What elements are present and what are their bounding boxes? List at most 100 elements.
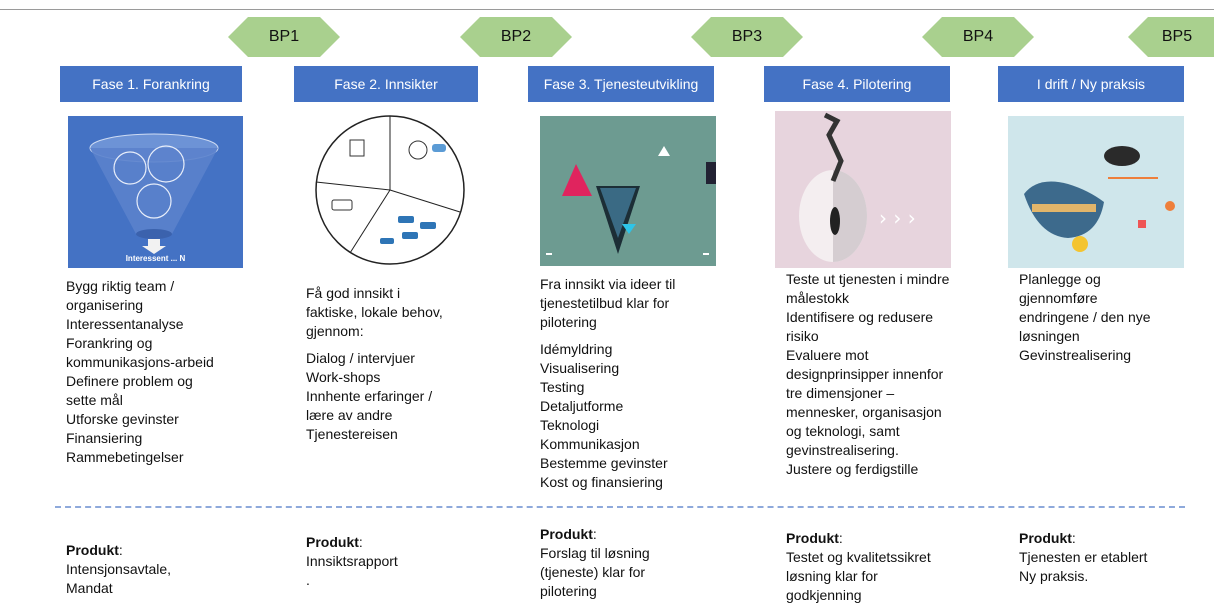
product-line: godkjenning (786, 587, 862, 603)
milestone-label: BP5 (1161, 28, 1193, 45)
description-line: Bestemme gevinster (540, 455, 668, 471)
phase-4-header: Fase 4. Pilotering (764, 66, 950, 102)
description-line: endringene / den nye (1019, 309, 1151, 325)
top-rule (0, 9, 1214, 10)
phase-4-description: Teste ut tjenesten i mindre målestokk Id… (786, 270, 949, 479)
description-line: tre dimensjoner – (786, 385, 895, 401)
phase-3-product: Produkt: Forslag til løsning (tjeneste) … (540, 526, 650, 599)
milestone-hexagon-icon (460, 17, 572, 57)
description-line: Kommunikasjon (540, 436, 640, 452)
description-line: Identifisere og redusere (786, 309, 934, 325)
description-line: kommunikasjons-arbeid (66, 354, 214, 370)
description-line: Utforske gevinster (66, 411, 179, 427)
milestone-label: BP4 (962, 28, 994, 45)
service-development-illustration (540, 116, 716, 266)
phase-5-header: I drift / Ny praksis (998, 66, 1184, 102)
description-line: pilotering (540, 314, 597, 330)
phase-5-description: Planlegge og gjennomføre endringene / de… (1019, 270, 1151, 365)
description-line: Teste ut tjenesten i mindre (786, 271, 950, 287)
funnel-caption: Interessent ... N (125, 254, 186, 263)
funnel-illustration: Interessent ... N (68, 116, 243, 268)
phase-3-description: Fra innsikt via ideer til tjenestetilbud… (540, 275, 675, 492)
description-line: organisering (66, 297, 144, 313)
description-line: risiko (786, 328, 819, 344)
description-line: Work-shops (306, 369, 381, 385)
description-line: Evaluere mot (786, 347, 869, 363)
description-line: Dialog / intervjuer (306, 350, 415, 366)
milestone-bp3: BP3 (691, 17, 803, 57)
insight-wheel-illustration (310, 112, 470, 268)
description-line: sette mål (66, 392, 123, 408)
description-line: Forankring og (66, 335, 153, 351)
product-line: Tjenesten er etablert (1019, 549, 1148, 565)
description-line: målestokk (786, 290, 850, 306)
description-line: Tjenestereisen (306, 426, 398, 442)
description-line: designprinsipper innenfor (786, 366, 944, 382)
description-line: tjenestetilbud klar for (540, 295, 670, 311)
description-line: Planlegge og (1019, 271, 1101, 287)
phase-1-description: Bygg riktig team / organisering Interess… (66, 277, 214, 467)
description-line: mennesker, organisasjon (786, 404, 942, 420)
product-line: Intensjonsavtale, (66, 561, 172, 577)
pilot-illustration: › › › (775, 111, 951, 268)
description-line: Fra innsikt via ideer til (540, 276, 676, 292)
product-line: Innsiktsrapport (306, 553, 398, 569)
description-line: løsningen (1019, 328, 1080, 344)
description-line: Gevinstrealisering (1019, 347, 1132, 363)
milestone-hexagon-icon (228, 17, 340, 57)
product-line: pilotering (540, 583, 597, 599)
svg-text:› › ›: › › › (879, 206, 916, 230)
phase-1-header: Fase 1. Forankring (60, 66, 242, 102)
milestone-label: BP2 (500, 28, 532, 45)
product-label: Produkt (66, 542, 119, 558)
product-line: Testet og kvalitetssikret (786, 549, 931, 565)
milestone-hexagon-icon (691, 17, 803, 57)
product-label: Produkt (306, 534, 359, 550)
phase-3-header: Fase 3. Tjenesteutvikling (528, 66, 714, 102)
description-line: Få god innsikt i (306, 285, 401, 301)
milestone-bp1: BP1 (228, 17, 340, 57)
product-line: Ny praksis. (1019, 568, 1089, 584)
milestone-label: BP1 (268, 28, 300, 45)
description-line: Bygg riktig team / (66, 278, 175, 294)
phase-2-product: Produkt: Innsiktsrapport . (306, 534, 398, 588)
phase-5-product: Produkt: Tjenesten er etablert Ny praksi… (1019, 530, 1148, 584)
milestone-hexagon-icon (1128, 17, 1214, 57)
description-line: Rammebetingelser (66, 449, 184, 465)
description-line: Finansiering (66, 430, 143, 446)
milestone-label: BP3 (731, 28, 763, 45)
description-line: gevinstrealisering. (786, 442, 899, 458)
product-line: . (306, 572, 310, 588)
product-line: løsning klar for (786, 568, 878, 584)
description-line: faktiske, lokale behov, (306, 304, 443, 320)
milestone-bp5: BP5 (1128, 17, 1214, 57)
product-label: Produkt (1019, 530, 1072, 546)
description-line: Justere og ferdigstille (786, 461, 919, 477)
milestone-hexagon-icon (922, 17, 1034, 57)
description-line: Innhente erfaringer / (306, 388, 433, 404)
description-line: Idémyldring (540, 341, 613, 357)
milestone-bp2: BP2 (460, 17, 572, 57)
description-line: Kost og finansiering (540, 474, 663, 490)
phase-2-header: Fase 2. Innsikter (294, 66, 478, 102)
description-line: Definere problem og (66, 373, 193, 389)
phase-2-description: Få god innsikt i faktiske, lokale behov,… (306, 284, 443, 444)
dashed-divider (55, 506, 1185, 508)
product-label: Produkt (540, 526, 593, 542)
milestone-bp4: BP4 (922, 17, 1034, 57)
product-line: Forslag til løsning (540, 545, 650, 561)
description-line: gjennomføre (1019, 290, 1098, 306)
description-line: Interessentanalyse (66, 316, 184, 332)
phase-1-product: Produkt: Intensjonsavtale, Mandat (66, 542, 172, 596)
description-line: Testing (540, 379, 585, 395)
product-line: (tjeneste) klar for (540, 564, 646, 580)
description-line: Detaljutforme (540, 398, 624, 414)
description-line: Visualisering (540, 360, 620, 376)
description-line: Teknologi (540, 417, 600, 433)
description-line: lære av andre (306, 407, 393, 423)
practice-illustration (1008, 116, 1184, 268)
product-line: Mandat (66, 580, 113, 596)
description-line: og teknologi, samt (786, 423, 900, 439)
phase-4-product: Produkt: Testet og kvalitetssikret løsni… (786, 530, 931, 603)
product-label: Produkt (786, 530, 839, 546)
